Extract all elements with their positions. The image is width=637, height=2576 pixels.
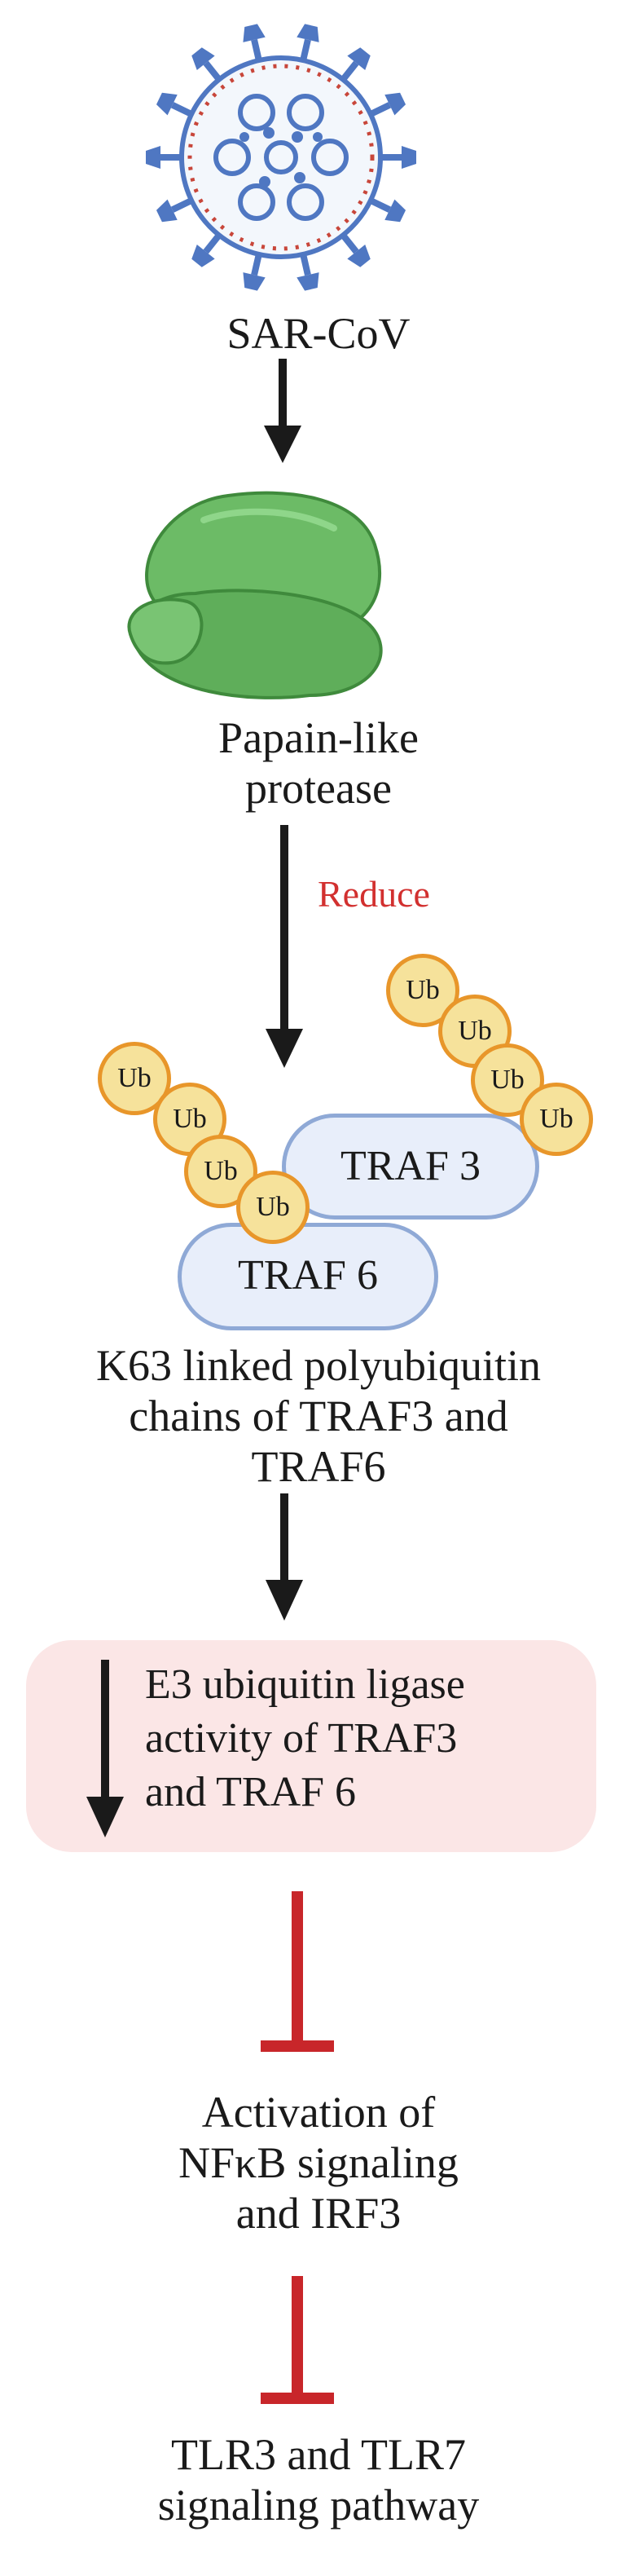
- arrow-protease-traf: [266, 825, 303, 1068]
- ub-label: Ub: [458, 1016, 492, 1046]
- spike-head: [347, 47, 371, 71]
- spike-head: [191, 47, 215, 71]
- spike-head: [243, 272, 266, 291]
- spike-head: [191, 244, 215, 267]
- spike-head: [347, 244, 371, 267]
- spike-head: [297, 272, 319, 291]
- spike-head: [384, 92, 406, 116]
- inhibit-nfkb-tlr: [261, 2276, 334, 2404]
- ub-bead: Ub: [184, 1135, 257, 1208]
- nfkb-label: Activation of NFκB signaling and IRF3: [178, 2088, 459, 2238]
- virus-icon: [146, 24, 416, 291]
- spike-head: [146, 146, 160, 169]
- ub-bead: Ub: [520, 1083, 593, 1156]
- ub-label: Ub: [117, 1063, 152, 1093]
- spike-head: [402, 146, 416, 169]
- k63-label: K63 linked polyubiquitin chains of TRAF3…: [96, 1341, 541, 1491]
- e3-label: E3 ubiquitin ligase activity of TRAF3 an…: [145, 1661, 465, 1815]
- traf6-node: TRAF 6: [178, 1223, 438, 1330]
- spike-head: [384, 199, 406, 223]
- arrow-virus-protease: [264, 359, 301, 463]
- down-arrow-icon: [86, 1660, 124, 1837]
- spike-head: [297, 24, 319, 42]
- ub-label: Ub: [256, 1192, 290, 1222]
- spike-head: [156, 199, 178, 223]
- ub-label: Ub: [490, 1065, 525, 1095]
- ub-label: Ub: [204, 1156, 238, 1186]
- ub-bead: Ub: [386, 954, 459, 1027]
- traf3-node: TRAF 3: [282, 1114, 539, 1220]
- e3-box: [26, 1640, 596, 1852]
- ub-label: Ub: [539, 1104, 573, 1134]
- ub-bead: Ub: [236, 1171, 310, 1244]
- spike-head: [243, 24, 266, 42]
- protease-label: Papain-like protease: [218, 713, 419, 813]
- reduce-label: Reduce: [318, 873, 430, 915]
- inhibit-e3-nfkb: [261, 1891, 334, 2052]
- ub-label: Ub: [406, 975, 440, 1005]
- tlr-label: TLR3 and TLR7 signaling pathway: [157, 2430, 480, 2530]
- arrow-k63-e3: [266, 1493, 303, 1621]
- ub-label: Ub: [173, 1104, 207, 1134]
- spike-head: [156, 92, 178, 116]
- protease-icon: [127, 491, 383, 699]
- virus-label: SAR-CoV: [226, 309, 411, 358]
